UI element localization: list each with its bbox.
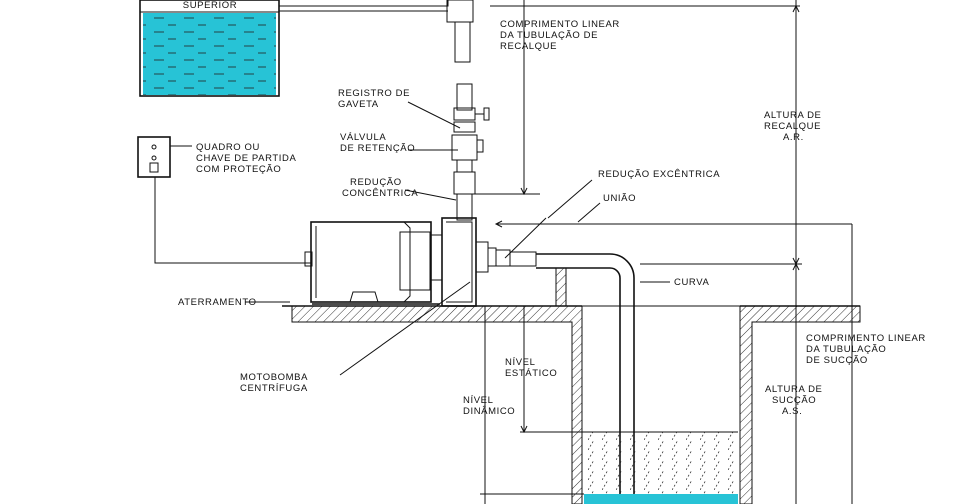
suction-length-label-3: DE SUCÇÃO [806, 355, 868, 366]
well-water [584, 431, 738, 504]
motor [304, 221, 440, 305]
pump-head [429, 217, 497, 307]
grounding-label: ATERRAMENTO [178, 297, 257, 308]
labels: COMPRIMENTO LINEAR DA TUBULAÇÃO DE RECAL… [178, 19, 926, 417]
curve [536, 253, 635, 504]
suction-length-label-1: COMPRIMENTO LINEAR [806, 333, 926, 344]
recalque-length-label-3: RECALQUE [500, 41, 557, 52]
control-box [137, 136, 311, 264]
concentric-reduction-label-2: CONCÊNTRICA [342, 188, 418, 199]
check-valve [451, 134, 478, 161]
tank-label: SUPERIOR [183, 0, 237, 11]
discharge-height-label-3: A.R. [783, 132, 804, 143]
motor-pump-label-2: CENTRÍFUGA [240, 383, 308, 394]
upper-tank: SUPERIOR [139, 0, 280, 97]
static-level-label-1: NÍVEL [505, 357, 535, 368]
suction-height-label-3: A.S. [782, 406, 802, 417]
recalque-length-label-2: DA TUBULAÇÃO DE [500, 30, 598, 41]
motor-pump-label-1: MOTOBOMBA [240, 372, 308, 383]
control-box-label-2: CHAVE DE PARTIDA [196, 153, 296, 164]
check-valve-label-1: VÁLVULA [340, 132, 386, 143]
dimension-lines [472, 0, 853, 504]
eccentric-reduction-label: REDUÇÃO EXCÊNTRICA [598, 169, 720, 180]
concentric-reduction [453, 171, 476, 195]
curve-label: CURVA [674, 277, 709, 288]
static-level-label-2: ESTÁTICO [505, 368, 557, 379]
recalque-pipe-top [279, 0, 474, 63]
suction-length-label-2: DA TUBULAÇÃO [806, 344, 886, 355]
union [509, 251, 537, 267]
dynamic-level-label-1: NÍVEL [463, 395, 493, 406]
vertical-pipe [451, 83, 490, 221]
check-valve-label-2: DE RETENÇÃO [340, 143, 415, 154]
eccentric-reduction [495, 249, 511, 267]
recalque-length-label-1: COMPRIMENTO LINEAR [500, 19, 620, 30]
gate-valve-label-2: GAVETA [338, 99, 379, 110]
suction-height-label-1: ALTURA DE [765, 384, 823, 395]
suction-height-label-2: SUCÇÃO [772, 395, 816, 406]
discharge-height-label-1: ALTURA DE [764, 110, 822, 121]
control-box-label-3: COM PROTEÇÃO [196, 164, 281, 175]
gate-valve-label-1: REGISTRO DE [338, 88, 410, 99]
dynamic-level-label-2: DINÂMICO [463, 406, 515, 417]
control-box-label-1: QUADRO OU [196, 142, 260, 153]
concentric-reduction-label-1: REDUÇÃO [350, 177, 402, 188]
ground [282, 305, 861, 504]
leader-lines [170, 101, 670, 376]
union-label: UNIÃO [603, 193, 636, 204]
discharge-height-label-2: RECALQUE [764, 121, 821, 132]
